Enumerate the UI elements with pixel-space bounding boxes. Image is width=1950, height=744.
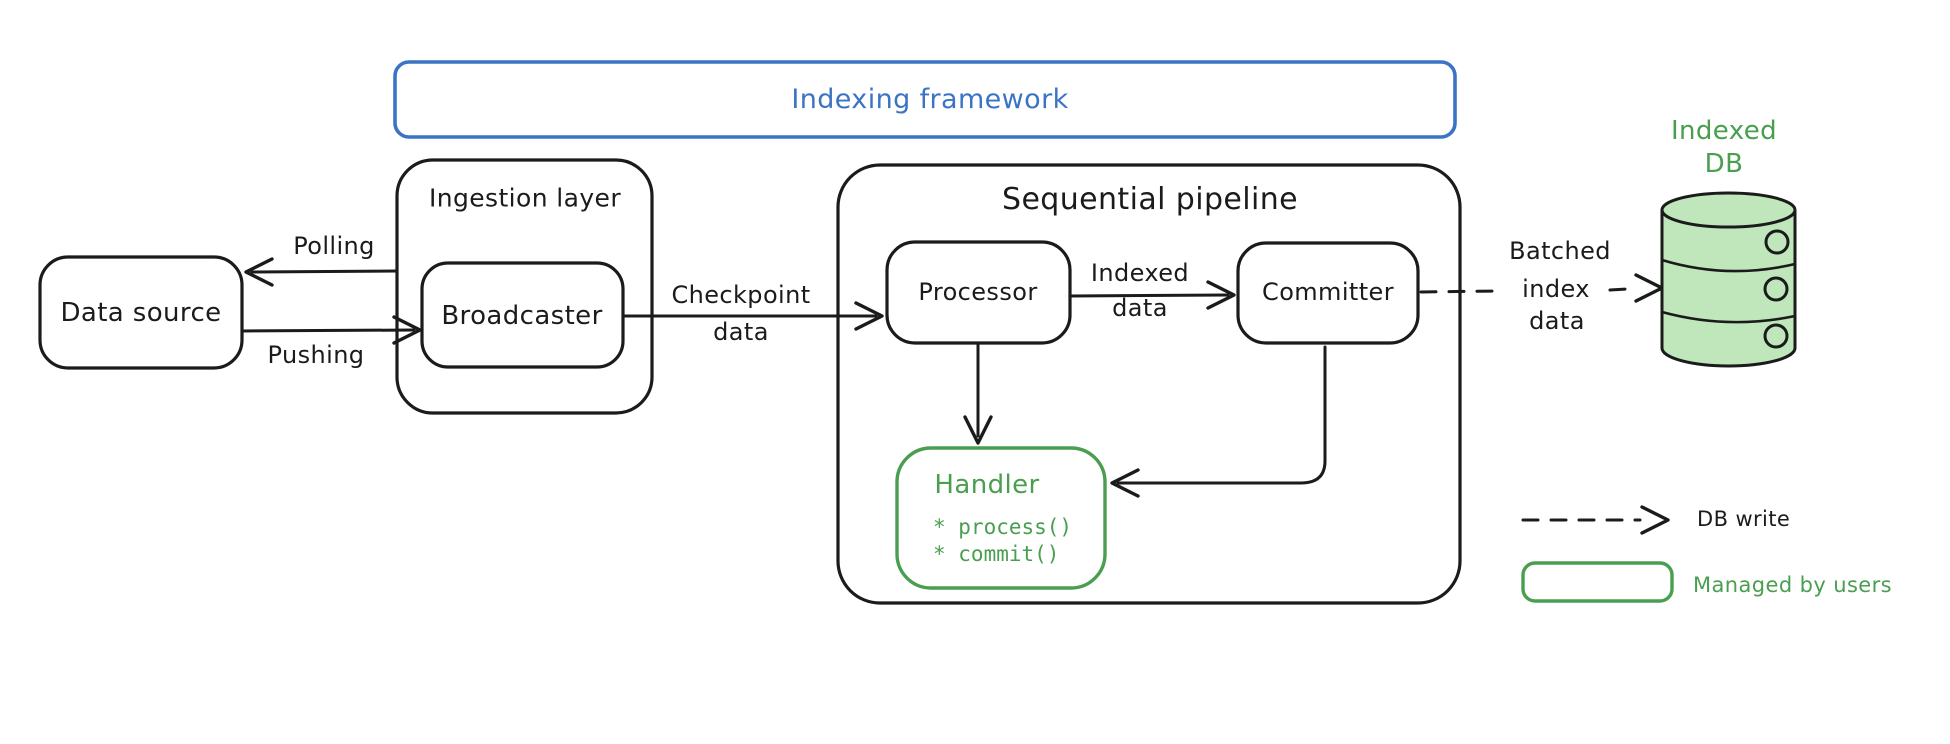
processor-label: Processor — [918, 278, 1038, 307]
sequential-pipeline-title: Sequential pipeline — [1002, 182, 1298, 218]
indexed-db-label: Indexed DB — [1670, 116, 1778, 179]
polling-label: Polling — [293, 232, 375, 261]
db-write-dashed-arrow-segment — [1608, 287, 1629, 292]
processor-to-handler-arrowhead — [963, 415, 993, 445]
committer-box — [1236, 241, 1420, 345]
pushing-arrowhead — [392, 315, 422, 345]
db-divider — [1660, 258, 1797, 273]
checkpoint-arrowhead — [854, 301, 884, 331]
indexed-data-arrow — [1068, 293, 1230, 298]
ingestion-layer-label: Ingestion layer — [428, 183, 622, 213]
pushing-arrow — [241, 328, 416, 333]
indexed-data-arrowhead — [1206, 280, 1236, 310]
legend-db-write-label: DB write — [1697, 507, 1791, 532]
sequential-pipeline-box — [836, 163, 1462, 605]
db-dot — [1764, 229, 1790, 255]
batched-index-data-label-line3: data — [1529, 307, 1585, 336]
polling-arrow — [250, 269, 399, 274]
handler-methods: * process() * commit() — [933, 514, 1072, 568]
handler-method-commit: * commit() — [933, 542, 1060, 566]
committer-label: Committer — [1262, 278, 1394, 307]
legend-managed-box — [1521, 561, 1674, 603]
handler-method-process: * process() — [933, 515, 1073, 539]
indexing-framework-box — [393, 60, 1457, 139]
db-cylinder-top — [1660, 191, 1797, 229]
indexing-framework-title: Indexing framework — [791, 84, 1069, 116]
handler-label: Handler — [934, 469, 1040, 500]
db-write-dashed-arrow — [1419, 289, 1499, 294]
data-source-box — [38, 255, 244, 370]
committer-to-handler-arrowhead — [1110, 468, 1140, 498]
handler-box — [895, 446, 1107, 590]
db-divider — [1660, 310, 1797, 324]
db-cylinder-body — [1660, 210, 1797, 368]
checkpoint-data-label: Checkpoint data — [671, 281, 811, 346]
legend-managed-by-users-label: Managed by users — [1693, 573, 1892, 598]
db-dot — [1763, 276, 1789, 302]
broadcaster-label: Broadcaster — [441, 300, 603, 331]
indexed-data-label: Indexed data — [1090, 259, 1190, 322]
polling-arrowhead — [244, 257, 274, 287]
legend-arrowhead — [1640, 505, 1670, 535]
ingestion-layer-box — [395, 158, 654, 415]
processor-box — [885, 240, 1072, 345]
db-dot — [1763, 323, 1789, 349]
data-source-label: Data source — [60, 297, 222, 328]
batched-index-data-label-line2: index — [1516, 274, 1596, 306]
batched-index-data-label-line1: Batched — [1509, 237, 1611, 266]
committer-to-handler-arrow — [1116, 345, 1327, 485]
indexed-db-cylinder — [1660, 191, 1797, 368]
db-write-arrowhead — [1634, 273, 1664, 303]
pushing-label: Pushing — [267, 341, 365, 370]
